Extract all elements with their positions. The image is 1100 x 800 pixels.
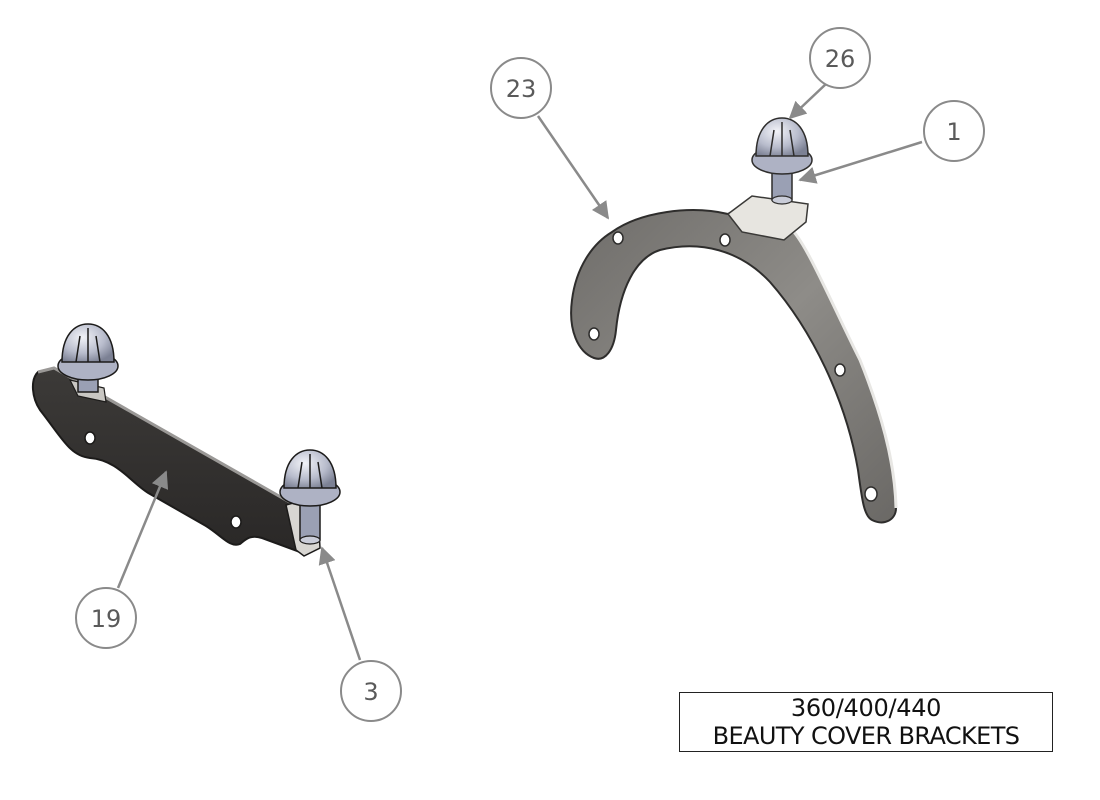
balloon-19-label: 19: [91, 605, 122, 633]
title-block: 360/400/440 BEAUTY COVER BRACKETS: [679, 692, 1053, 752]
leader-1: [798, 140, 923, 184]
title-description: BEAUTY COVER BRACKETS: [712, 722, 1020, 750]
leader-23: [536, 115, 610, 220]
leader-3: [318, 546, 362, 661]
leader-26: [788, 82, 828, 120]
balloon-1: 1: [923, 100, 985, 162]
straight-bracket: [32, 366, 321, 557]
leader-19: [116, 470, 169, 589]
balloon-23: 23: [490, 57, 552, 119]
balloon-1-label: 1: [946, 118, 961, 146]
title-model-numbers: 360/400/440: [790, 694, 942, 722]
balloon-3-label: 3: [363, 678, 378, 706]
fastener-top-right: [751, 117, 813, 205]
balloon-19: 19: [75, 587, 137, 649]
balloon-26: 26: [809, 27, 871, 89]
leader-lines: [116, 82, 923, 661]
balloon-26-label: 26: [825, 45, 856, 73]
fastener-right: [279, 449, 341, 545]
curved-bracket: [570, 195, 898, 524]
balloon-23-label: 23: [506, 75, 537, 103]
fastener-left: [57, 323, 119, 393]
balloon-3: 3: [340, 660, 402, 722]
